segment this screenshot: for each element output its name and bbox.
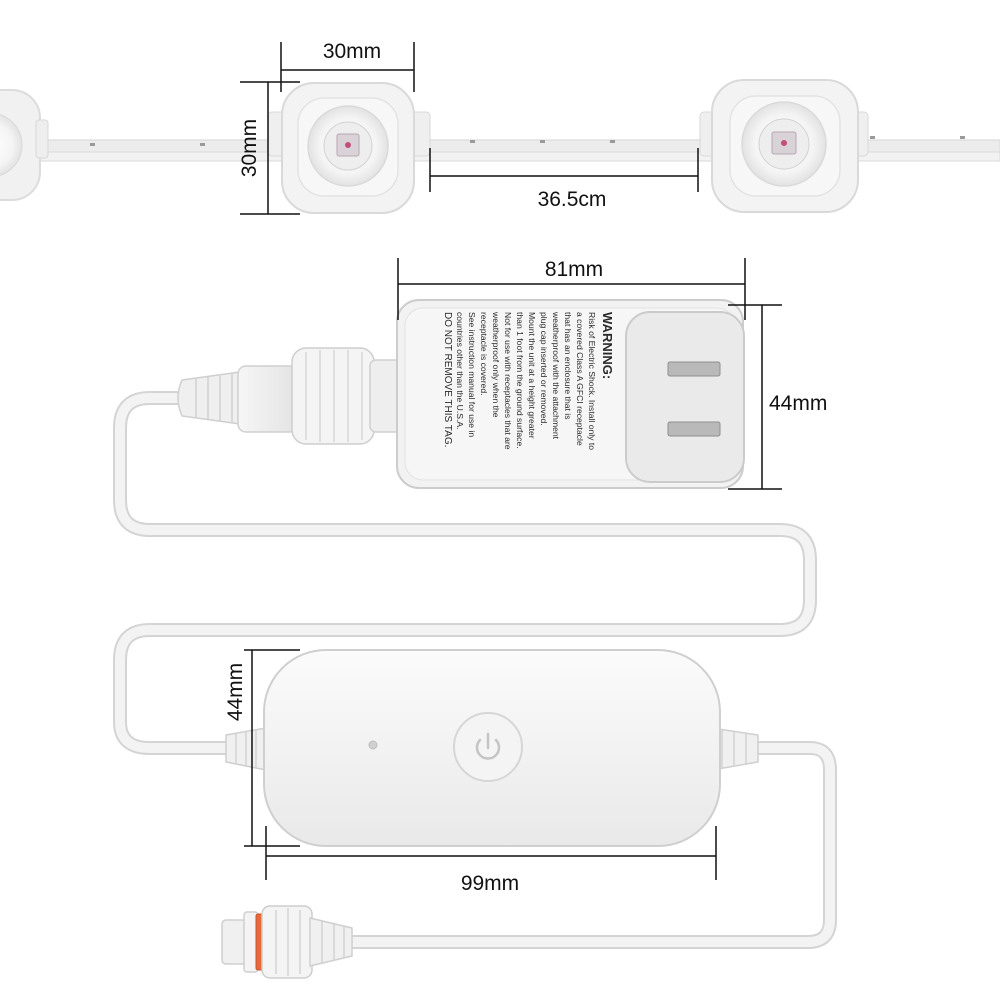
power-cable bbox=[113, 391, 837, 949]
adapter-width-label: 81mm bbox=[545, 258, 603, 281]
dimension-controller-height bbox=[244, 649, 300, 847]
led-chip bbox=[345, 142, 351, 148]
plug-housing bbox=[625, 311, 745, 483]
warning-label: WARNING: Risk of Electric Shock. Install… bbox=[442, 311, 615, 450]
led-string bbox=[0, 79, 1000, 214]
warning-heading: WARNING: bbox=[600, 312, 615, 379]
led-module-partial bbox=[0, 89, 49, 201]
warning-line: plug cap inserted or removed. bbox=[539, 312, 549, 426]
dimension-module-height bbox=[240, 81, 300, 215]
warning-line: DO NOT REMOVE THIS TAG. bbox=[442, 312, 453, 447]
controller-cable-boot-left bbox=[225, 727, 267, 771]
warning-line: See instruction manual for use in bbox=[467, 312, 477, 437]
output-connector bbox=[221, 905, 353, 979]
module-height-label: 30mm bbox=[238, 119, 261, 177]
warning-line: Not for use with receptacles that are bbox=[503, 312, 513, 450]
warning-line: than 1 foot from the ground surface. bbox=[515, 312, 525, 449]
adapter-height-label: 44mm bbox=[769, 392, 827, 415]
dimension-adapter-height bbox=[728, 304, 782, 490]
warning-line: receptacle is covered. bbox=[479, 312, 489, 396]
led-chip bbox=[781, 140, 787, 146]
plug-prong-top bbox=[667, 361, 721, 377]
power-adapter: WARNING: Risk of Electric Shock. Install… bbox=[177, 299, 745, 489]
warning-line: weatherproof with the attachment bbox=[551, 311, 561, 440]
string-wire-lower bbox=[0, 151, 1000, 162]
warning-line: a covered Class A GFCI receptacle bbox=[575, 312, 585, 446]
module-spacing-label: 36.5cm bbox=[538, 188, 607, 211]
warning-line: weatherproof only when the bbox=[491, 311, 501, 418]
warning-line: Risk of Electric Shock. Install only to bbox=[587, 312, 597, 450]
controller-width-label: 99mm bbox=[461, 872, 519, 895]
dimension-adapter-width bbox=[397, 258, 746, 320]
dimension-controller-width bbox=[265, 826, 717, 880]
dimension-module-spacing bbox=[429, 148, 699, 192]
warning-line: Mount the unit at a height greater bbox=[527, 312, 537, 439]
controller-indicator bbox=[368, 740, 378, 750]
wire-print-marks bbox=[90, 136, 965, 146]
dimension-module-width bbox=[280, 42, 415, 92]
plug-prong-bottom bbox=[667, 421, 721, 437]
warning-line: that has an enclosure that is bbox=[563, 312, 573, 420]
warning-line: countries other than the U.S.A. bbox=[455, 312, 465, 430]
controller bbox=[225, 649, 759, 847]
led-module-1 bbox=[267, 82, 431, 214]
adapter-cable-connector bbox=[177, 347, 403, 445]
power-icon bbox=[475, 732, 501, 760]
controller-cable-boot-right bbox=[711, 727, 759, 771]
module-width-label: 30mm bbox=[323, 40, 381, 63]
led-module-2 bbox=[699, 79, 869, 213]
controller-height-label: 44mm bbox=[224, 663, 247, 721]
